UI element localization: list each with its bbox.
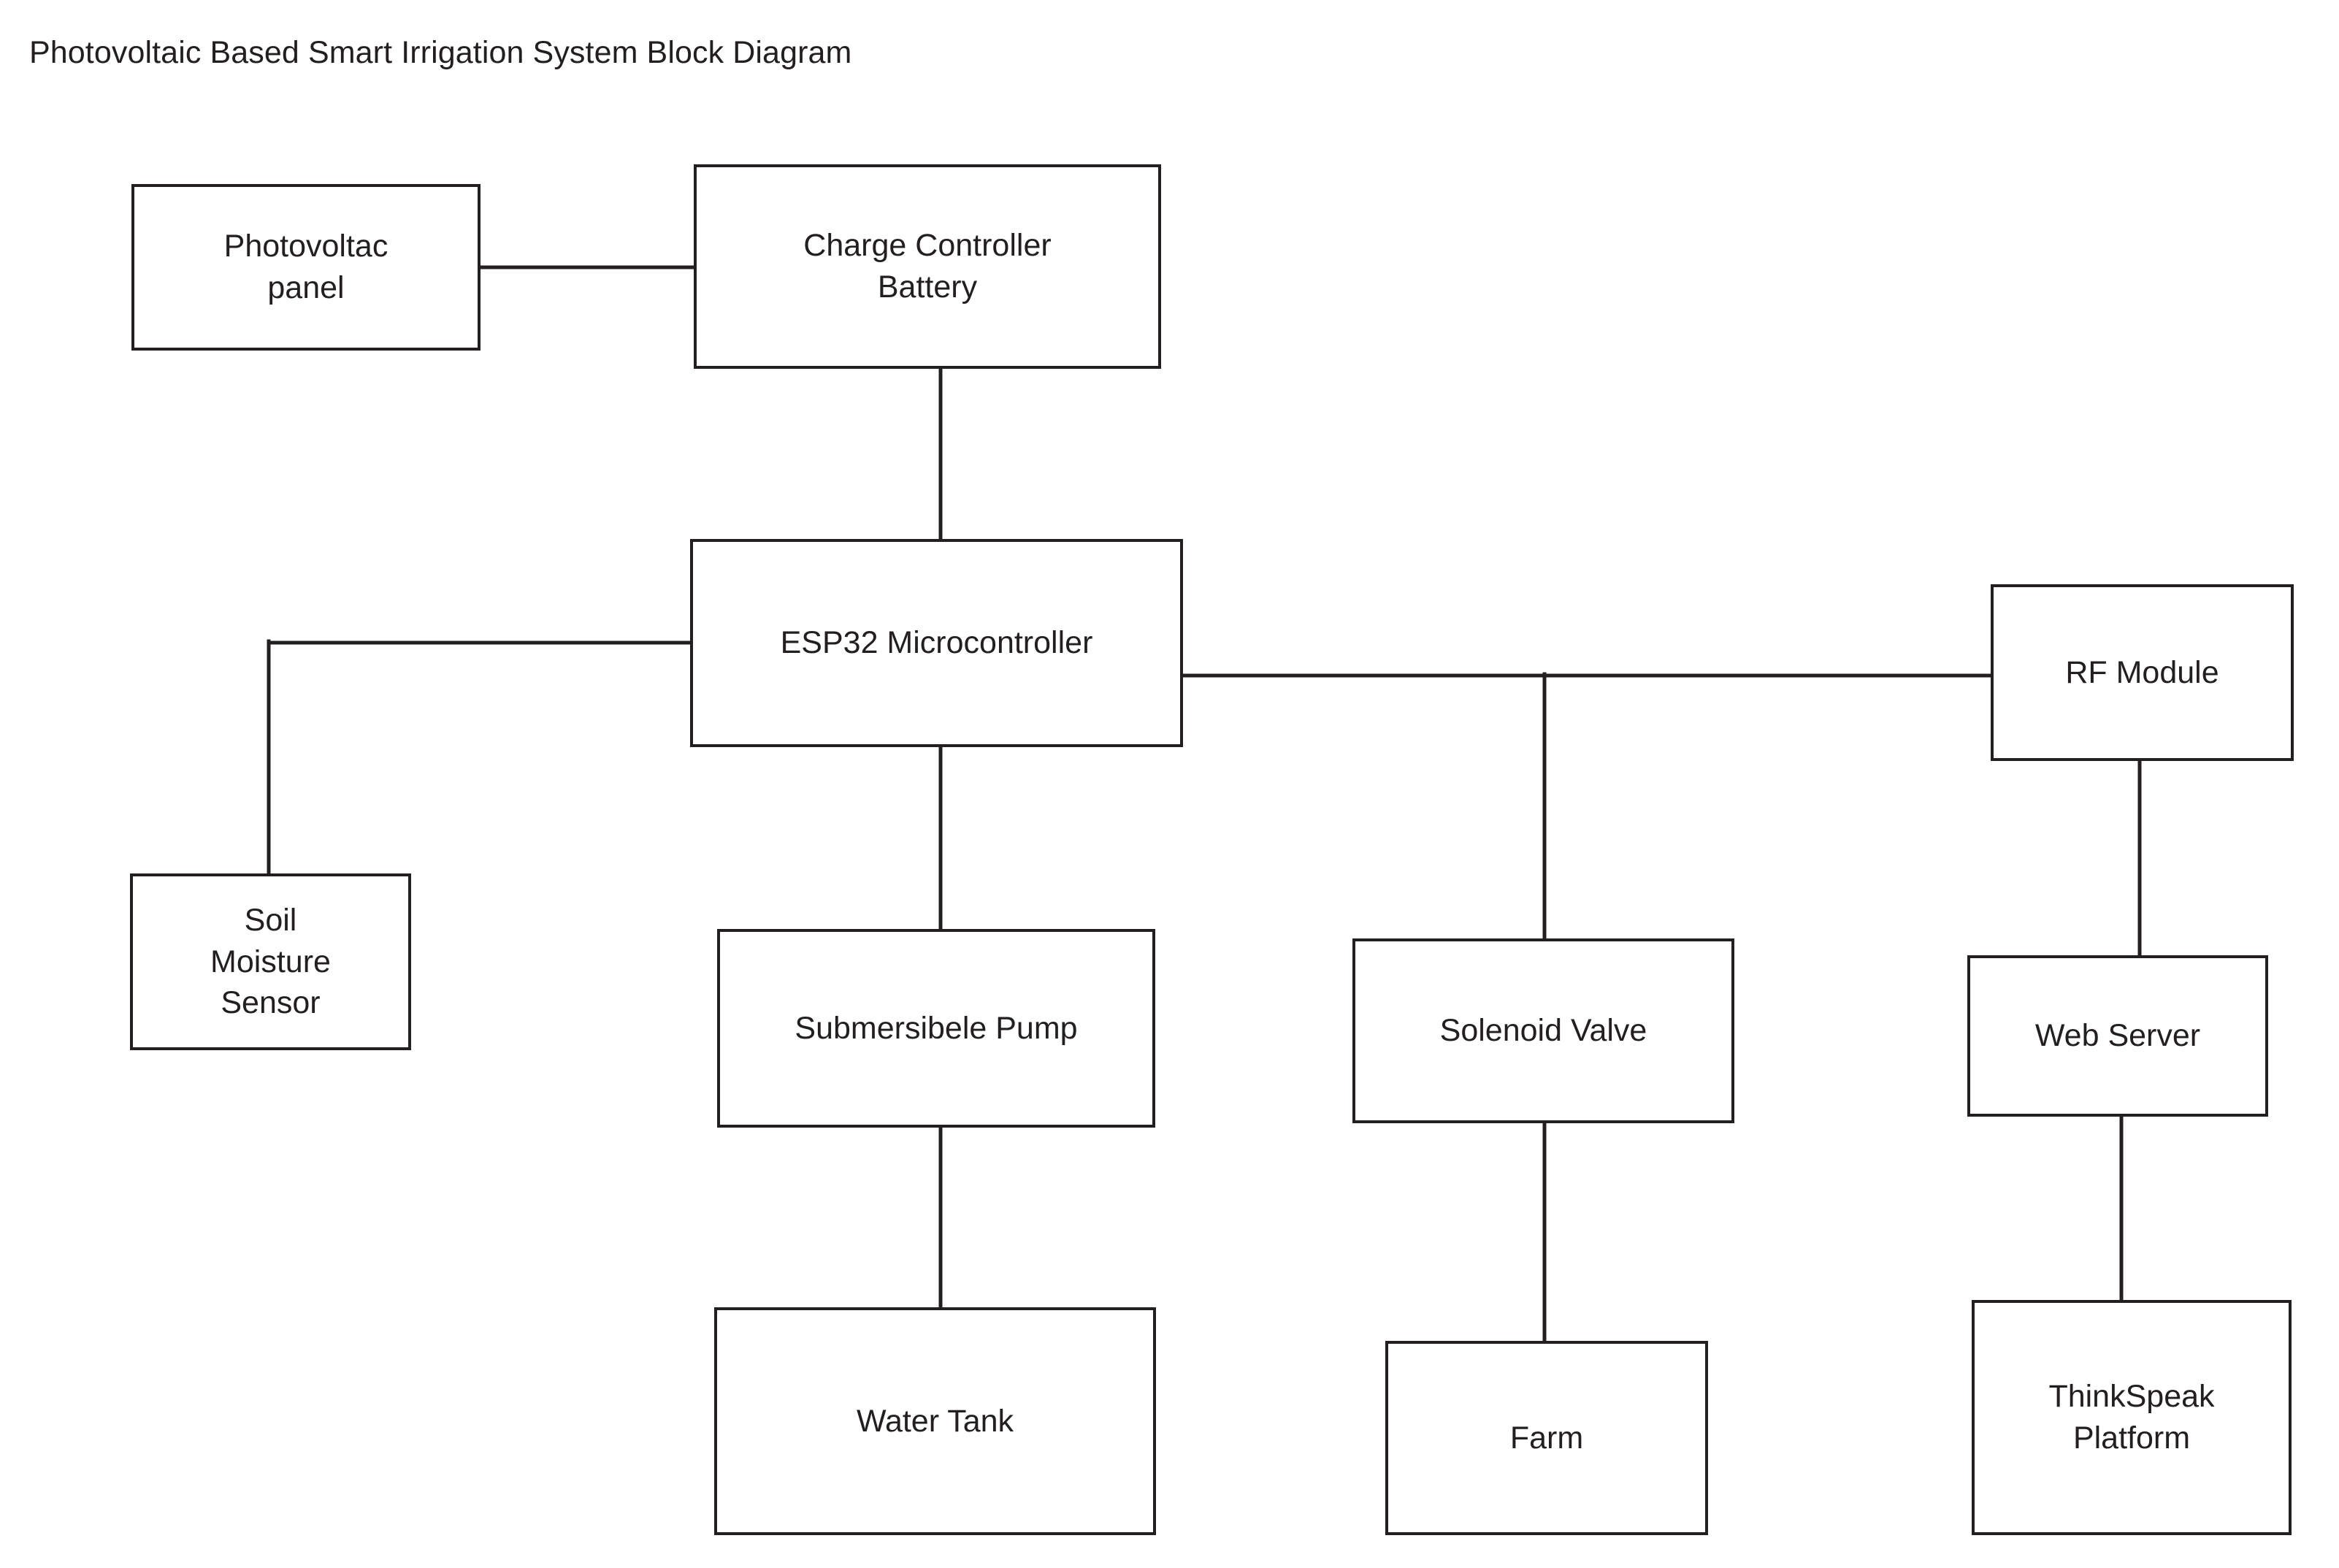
block-submersible-pump[interactable]: Submersibele Pump [717, 929, 1155, 1128]
block-web-server-label: Web Server [2034, 1018, 2201, 1054]
block-rf-module-label: RF Module [2065, 654, 2219, 690]
page-title: Photovoltaic Based Smart Irrigation Syst… [29, 35, 852, 70]
block-solenoid-valve-label: Solenoid Valve [1439, 1013, 1647, 1049]
block-solenoid-valve[interactable]: Solenoid Valve [1352, 938, 1734, 1123]
block-photovoltaic-panel-label: Photovoltac panel [223, 229, 388, 305]
block-water-tank[interactable]: Water Tank [714, 1307, 1156, 1535]
block-submersible-pump-label: Submersibele Pump [795, 1010, 1078, 1046]
block-farm-label: Farm [1509, 1420, 1584, 1456]
block-soil-moisture-sensor-label: Soil Moisture Sensor [210, 902, 331, 1021]
block-esp32-microcontroller-label: ESP32 Microcontroller [780, 625, 1093, 661]
block-soil-moisture-sensor[interactable]: Soil Moisture Sensor [130, 873, 411, 1050]
block-web-server[interactable]: Web Server [1967, 955, 2268, 1117]
block-rf-module[interactable]: RF Module [1991, 584, 2294, 761]
block-farm[interactable]: Farm [1385, 1341, 1708, 1535]
block-water-tank-label: Water Tank [856, 1403, 1014, 1439]
block-charge-controller-battery[interactable]: Charge Controller Battery [694, 164, 1161, 369]
block-charge-controller-battery-label: Charge Controller Battery [803, 228, 1052, 305]
block-thinkspeak-platform[interactable]: ThinkSpeak Platform [1972, 1300, 2292, 1535]
block-thinkspeak-platform-label: ThinkSpeak Platform [2048, 1379, 2215, 1456]
block-photovoltaic-panel[interactable]: Photovoltac panel [131, 184, 481, 351]
block-esp32-microcontroller[interactable]: ESP32 Microcontroller [690, 539, 1183, 747]
